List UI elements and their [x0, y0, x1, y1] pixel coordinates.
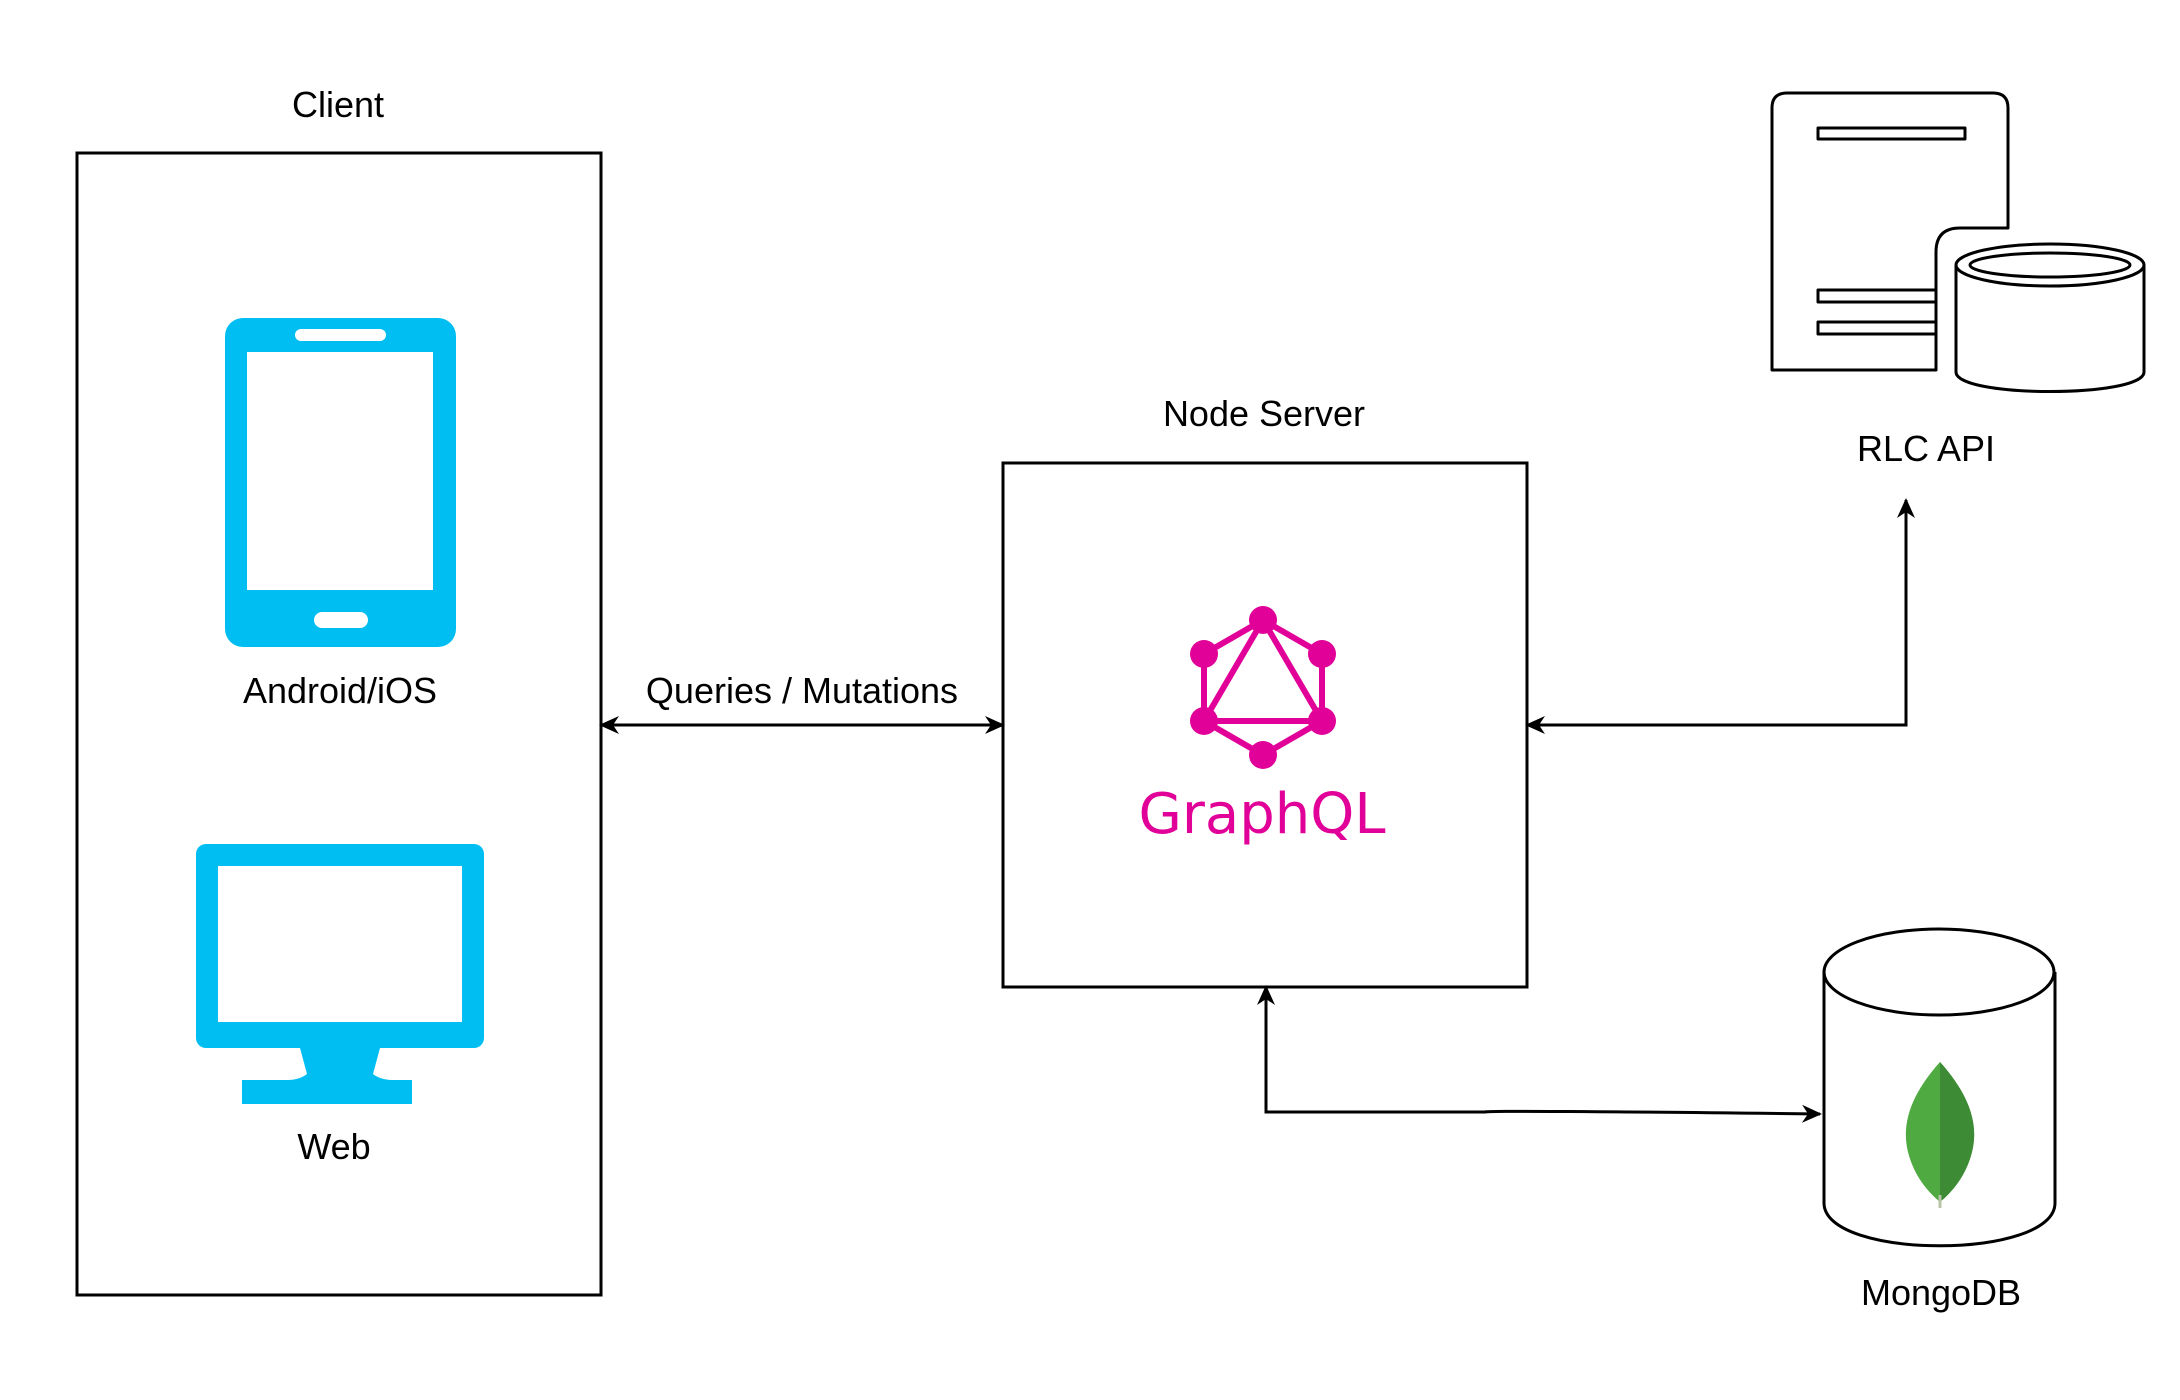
client-title: Client — [292, 84, 384, 125]
smartphone-icon — [225, 318, 456, 647]
mobile-label: Android/iOS — [243, 670, 437, 711]
connector-label: Queries / Mutations — [646, 670, 958, 711]
rlc-api-label: RLC API — [1857, 428, 1995, 469]
mongodb-label: MongoDB — [1861, 1272, 2021, 1313]
web-label: Web — [297, 1126, 370, 1167]
server-title: Node Server — [1163, 393, 1365, 434]
rlc-api-connector — [1525, 498, 1915, 734]
server-database-icon — [1770, 91, 2146, 393]
mongodb-leaf-icon — [1905, 1062, 1975, 1208]
mongodb-connector — [1257, 985, 1822, 1123]
monitor-icon — [196, 844, 484, 1104]
graphql-logo — [1190, 606, 1336, 769]
server-box — [1001, 461, 1529, 989]
graphql-logo-text: GraphQL — [1138, 782, 1385, 847]
